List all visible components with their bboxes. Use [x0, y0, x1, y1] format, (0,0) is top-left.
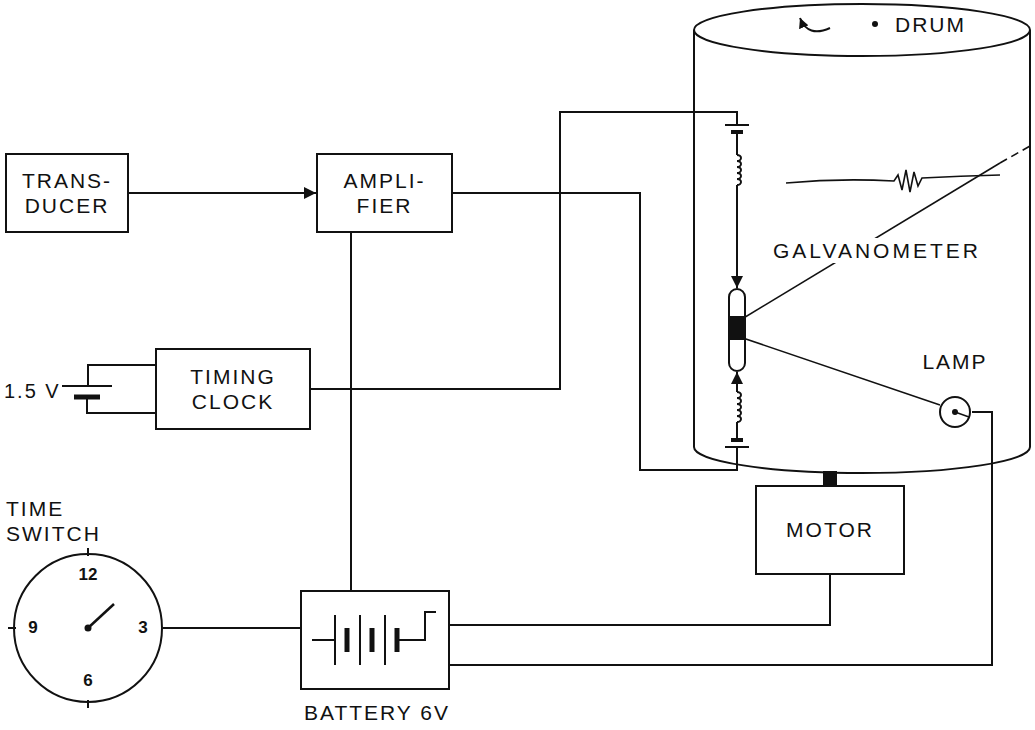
- power-wire: [450, 575, 830, 625]
- cell-plate: [725, 446, 749, 448]
- clock-cell-wire: [88, 365, 155, 386]
- battery-plate: [370, 628, 375, 652]
- galvanometer: GALVANOMETER: [728, 288, 746, 372]
- battery-lead: [397, 612, 436, 640]
- power-wire: [450, 412, 992, 665]
- drum-top: [694, 4, 1030, 56]
- timing-wire: [311, 112, 737, 389]
- galvanometer-label: GALVANOMETER: [770, 238, 984, 263]
- box-label: TIMING CLOCK: [163, 364, 303, 414]
- lamp-bulb: [940, 397, 970, 427]
- cell-gap: [730, 441, 744, 446]
- light-beam: [737, 336, 940, 405]
- galvanometer-capsule: [729, 289, 745, 371]
- battery-lead: [312, 639, 335, 641]
- transducer-box: TRANS- DUCER: [5, 153, 129, 233]
- rotation-arrow: [800, 18, 830, 31]
- dial-number: 6: [83, 671, 92, 691]
- box-label: TRANS- DUCER: [13, 168, 121, 218]
- timing-clock-box: TIMING CLOCK: [155, 348, 311, 430]
- cell-plate: [74, 395, 100, 400]
- battery-label: BATTERY 6V: [304, 700, 450, 725]
- time-switch-dial: TIME SWITCH12936: [13, 553, 163, 703]
- dial-hand: [88, 604, 114, 628]
- signal-wire: [129, 192, 316, 194]
- lamp-filament: [952, 409, 958, 415]
- amplifier-box: AMPLI- FIER: [316, 153, 453, 233]
- battery-plate: [359, 615, 361, 665]
- motor-box: MOTOR: [755, 485, 905, 575]
- record-trace: [786, 170, 1000, 192]
- coil-symbol: [737, 155, 741, 185]
- switch-wire: [163, 627, 300, 629]
- battery-plate: [384, 615, 386, 665]
- cell-plate: [62, 385, 112, 387]
- drum-axis-dot: [872, 21, 878, 27]
- lamp-label: LAMP: [919, 349, 990, 374]
- light-beam: [1000, 146, 1030, 163]
- galvanometer-symbol: [728, 288, 746, 372]
- galvanometer-mirror: [729, 316, 745, 340]
- voltage-label: 1.5 V: [4, 379, 61, 403]
- lamp-symbol: [938, 395, 972, 429]
- dial-face: [14, 554, 162, 702]
- cell-plate: [725, 124, 749, 126]
- box-label: MOTOR: [786, 517, 874, 542]
- box-label: AMPLI- FIER: [324, 168, 445, 218]
- dial-pivot: [85, 625, 92, 632]
- coil-symbol: [737, 392, 741, 422]
- battery-box: BATTERY 6V: [300, 590, 450, 690]
- drum-side: [694, 30, 1030, 473]
- drum-label: DRUM: [892, 12, 969, 37]
- battery-plate: [345, 628, 350, 652]
- cell-plate: [731, 130, 743, 134]
- coil-gap: [732, 155, 742, 185]
- power-wire: [350, 233, 352, 590]
- cell-plate: [731, 438, 743, 442]
- coil-gap: [732, 392, 742, 422]
- dial-number: 12: [79, 565, 98, 585]
- light-beam: [737, 163, 1000, 322]
- drum-cylinder: DRUM GALVANOMETER LAMP: [692, 2, 1032, 475]
- dial-number: 9: [28, 618, 37, 638]
- lamp: LAMP: [938, 395, 972, 429]
- time-switch-label: TIME SWITCH: [6, 496, 121, 546]
- cell-gap: [730, 126, 744, 131]
- dial-number: 3: [138, 618, 147, 638]
